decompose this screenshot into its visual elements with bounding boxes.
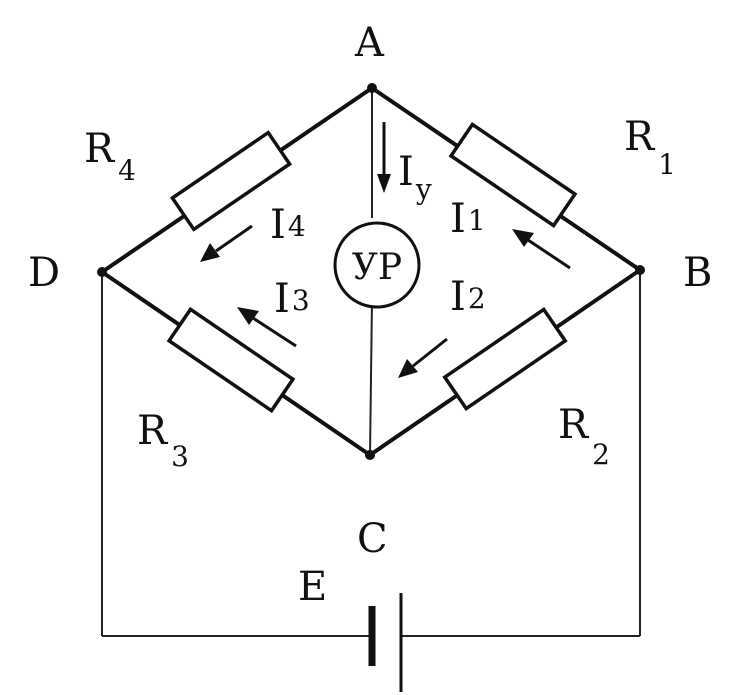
resistor-r2 xyxy=(442,306,568,412)
node-b-dot xyxy=(635,265,645,275)
i4-label: I4 xyxy=(270,202,306,248)
arrow-i1 xyxy=(512,229,571,270)
source-label: E xyxy=(298,564,327,610)
resistor-r3 xyxy=(166,306,296,414)
i2-label: I2 xyxy=(450,274,486,320)
i1-label: I1 xyxy=(450,196,486,242)
node-a-label: A xyxy=(354,20,385,66)
node-d-label: D xyxy=(28,250,60,296)
arrow-i4 xyxy=(200,224,253,262)
node-a-dot xyxy=(367,83,377,93)
node-b-label: B xyxy=(683,250,712,296)
arrow-iy xyxy=(377,122,391,193)
r2-label: R2 xyxy=(558,402,610,471)
meter-circle xyxy=(333,221,421,309)
arrow-i2 xyxy=(398,337,448,378)
node-c-dot xyxy=(365,450,375,460)
resistor-r4 xyxy=(169,130,293,232)
r3-label: R3 xyxy=(137,408,189,473)
node-d-dot xyxy=(97,267,107,277)
i3-label: I3 xyxy=(274,276,310,322)
r1-label: R1 xyxy=(624,114,676,181)
wire-meter-c xyxy=(369,299,373,456)
meter-label: УР xyxy=(352,247,402,288)
resistor-r1 xyxy=(448,122,578,228)
node-c-label: C xyxy=(357,516,388,562)
iy-label: Iy xyxy=(398,149,432,206)
arrow-i3 xyxy=(237,307,297,348)
